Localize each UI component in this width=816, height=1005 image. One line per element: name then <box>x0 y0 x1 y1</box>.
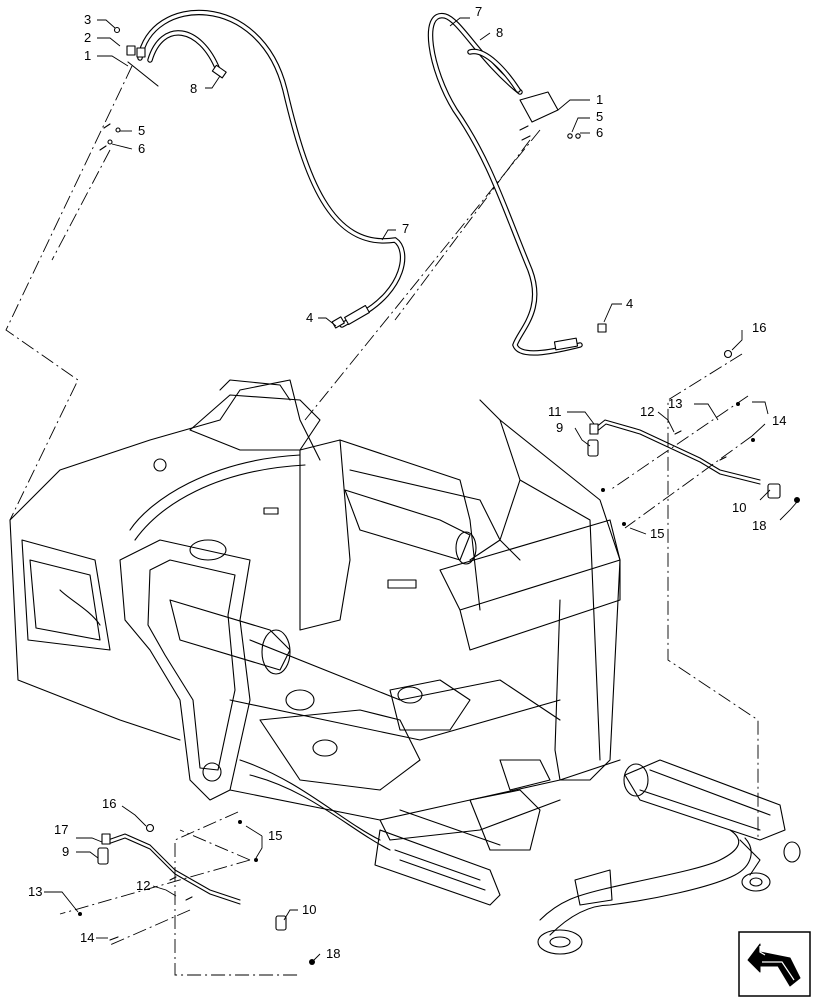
callout-11: 11 <box>548 404 562 419</box>
leader-lines <box>44 17 798 961</box>
callout-13: 13 <box>668 396 682 411</box>
callout-9: 9 <box>556 420 563 435</box>
callout-8: 8 <box>496 25 503 40</box>
callout-5: 5 <box>138 123 145 138</box>
callout-16: 16 <box>102 796 116 811</box>
callout-15: 15 <box>268 828 282 843</box>
view-direction-arrow-icon <box>738 931 811 997</box>
callout-10: 10 <box>732 500 746 515</box>
callout-7: 7 <box>475 4 482 19</box>
callout-18: 18 <box>752 518 766 533</box>
callout-6: 6 <box>596 125 603 140</box>
callout-14: 14 <box>80 930 94 945</box>
callout-12: 12 <box>640 404 654 419</box>
callout-17: 17 <box>54 822 68 837</box>
callout-8: 8 <box>190 81 197 96</box>
callout-16: 16 <box>752 320 766 335</box>
hose-assembly-right <box>427 13 607 356</box>
callout-4: 4 <box>306 310 313 325</box>
loader-frame <box>9 379 801 955</box>
line-assembly-right <box>587 349 800 526</box>
callout-1: 1 <box>84 48 91 63</box>
callout-10: 10 <box>302 902 316 917</box>
callout-12: 12 <box>136 878 150 893</box>
callout-labels: 3 2 1 8 5 6 7 8 7 1 5 6 7 4 4 16 11 13 1… <box>28 4 786 961</box>
callout-18: 18 <box>326 946 340 961</box>
callout-6: 6 <box>138 141 145 156</box>
line-assembly-left <box>78 820 315 965</box>
callout-2: 2 <box>84 30 91 45</box>
callout-9: 9 <box>62 844 69 859</box>
callout-4: 4 <box>626 296 633 311</box>
phantom-lines <box>5 65 759 976</box>
callout-15: 15 <box>650 526 664 541</box>
callout-14: 14 <box>772 413 786 428</box>
callout-1: 1 <box>596 92 603 107</box>
callout-13: 13 <box>28 884 42 899</box>
callout-7: 7 <box>402 221 409 236</box>
callout-5: 5 <box>596 109 603 124</box>
hose-assembly-left <box>99 9 406 329</box>
callout-3: 3 <box>84 12 91 27</box>
